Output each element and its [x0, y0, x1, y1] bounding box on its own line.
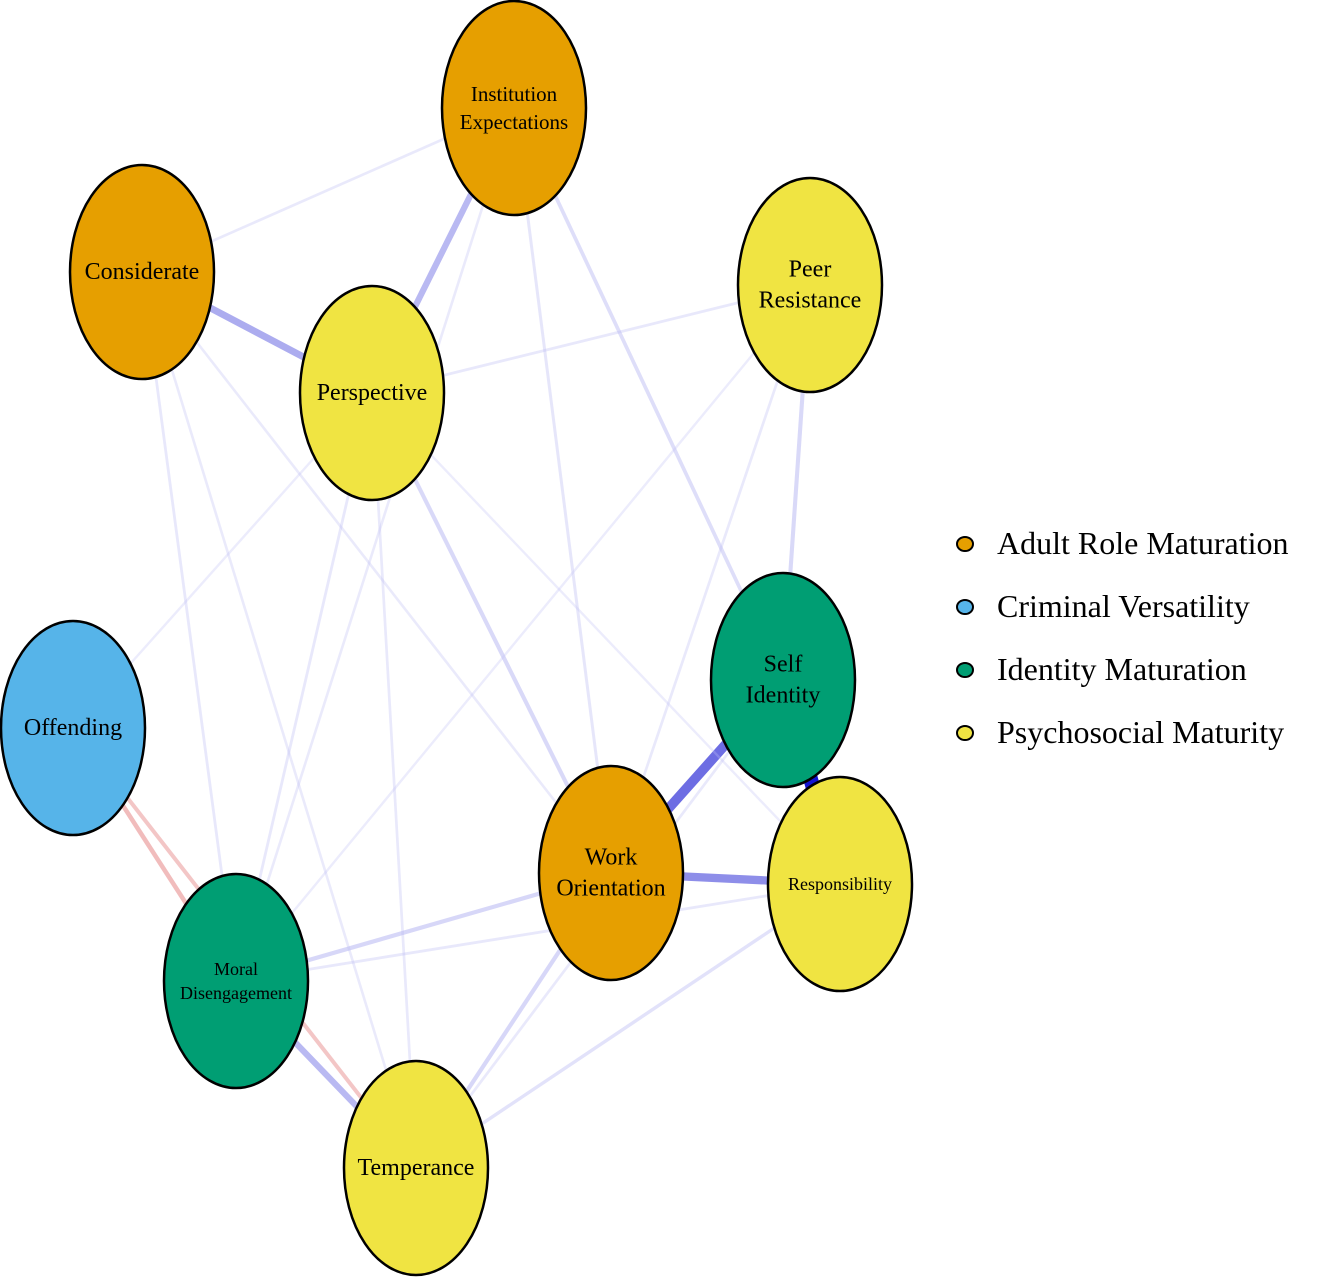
node-institution-shape: [440, 0, 588, 217]
legend-label-adult: Adult Role Maturation: [997, 525, 1289, 561]
legend-label-identity: Identity Maturation: [997, 651, 1247, 687]
node-moral-label: Moral: [214, 959, 258, 979]
edge-institution-self: [512, 107, 785, 681]
edge-peer-moral: [235, 284, 811, 982]
edge-institution-moral: [234, 107, 516, 982]
legend-item-identity: Identity Maturation: [956, 651, 1247, 687]
node-peer-shape: [736, 176, 884, 394]
edge-responsibility-moral: [235, 882, 841, 983]
node-self-label: Identity: [746, 683, 821, 709]
node-institution-label: Institution: [471, 82, 558, 106]
legend-label-criminal: Criminal Versatility: [997, 588, 1250, 624]
edge-perspective-responsibility: [371, 392, 841, 885]
node-work-label: Orientation: [556, 876, 665, 902]
edge-considerate-moral: [140, 271, 238, 982]
legend-swatch-adult: [956, 536, 974, 552]
edge-considerate-temperance: [140, 271, 418, 1169]
node-considerate: Considerate: [68, 163, 216, 381]
node-institution-label: Expectations: [460, 110, 568, 134]
legend-swatch-criminal: [956, 599, 974, 615]
node-temperance: Temperance: [342, 1059, 490, 1277]
node-perspective-label: Perspective: [317, 380, 428, 406]
node-temperance-label: Temperance: [358, 1155, 475, 1181]
node-peer-label: Resistance: [759, 288, 862, 314]
node-work-label: Work: [585, 845, 638, 871]
edge-responsibility-temperance: [415, 882, 841, 1170]
node-self-shape: [709, 571, 857, 789]
legend-label-psycho: Psychosocial Maturity: [997, 714, 1284, 750]
node-self-label: Self: [764, 652, 803, 678]
edge-peer-perspective: [371, 283, 811, 395]
node-offending-shape: [0, 619, 147, 837]
node-work-shape: [537, 764, 685, 982]
legend-item-criminal: Criminal Versatility: [956, 588, 1250, 624]
node-responsibility-shape: [766, 775, 914, 993]
edge-institution-work: [512, 107, 613, 874]
node-considerate-shape: [68, 163, 216, 381]
node-offending: Offending: [0, 619, 147, 837]
node-moral-label: Disengagement: [180, 983, 292, 1003]
legend-item-psycho: Psychosocial Maturity: [956, 714, 1284, 750]
node-perspective: Perspective: [298, 284, 446, 502]
node-peer-label: Peer: [789, 257, 832, 283]
edge-considerate-work: [140, 271, 613, 874]
node-offending-label: Offending: [24, 715, 122, 741]
legend-swatch-psycho: [956, 725, 974, 741]
legend-swatch-identity: [956, 662, 974, 678]
legend-item-adult: Adult Role Maturation: [956, 525, 1289, 561]
node-responsibility: Responsibility: [766, 775, 914, 993]
edge-perspective-temperance: [370, 392, 418, 1169]
node-moral-shape: [162, 872, 310, 1090]
node-responsibility-label: Responsibility: [788, 874, 892, 894]
edge-peer-work: [609, 284, 812, 874]
node-perspective-shape: [298, 284, 446, 502]
node-temperance-shape: [342, 1059, 490, 1277]
node-considerate-label: Considerate: [85, 259, 200, 285]
